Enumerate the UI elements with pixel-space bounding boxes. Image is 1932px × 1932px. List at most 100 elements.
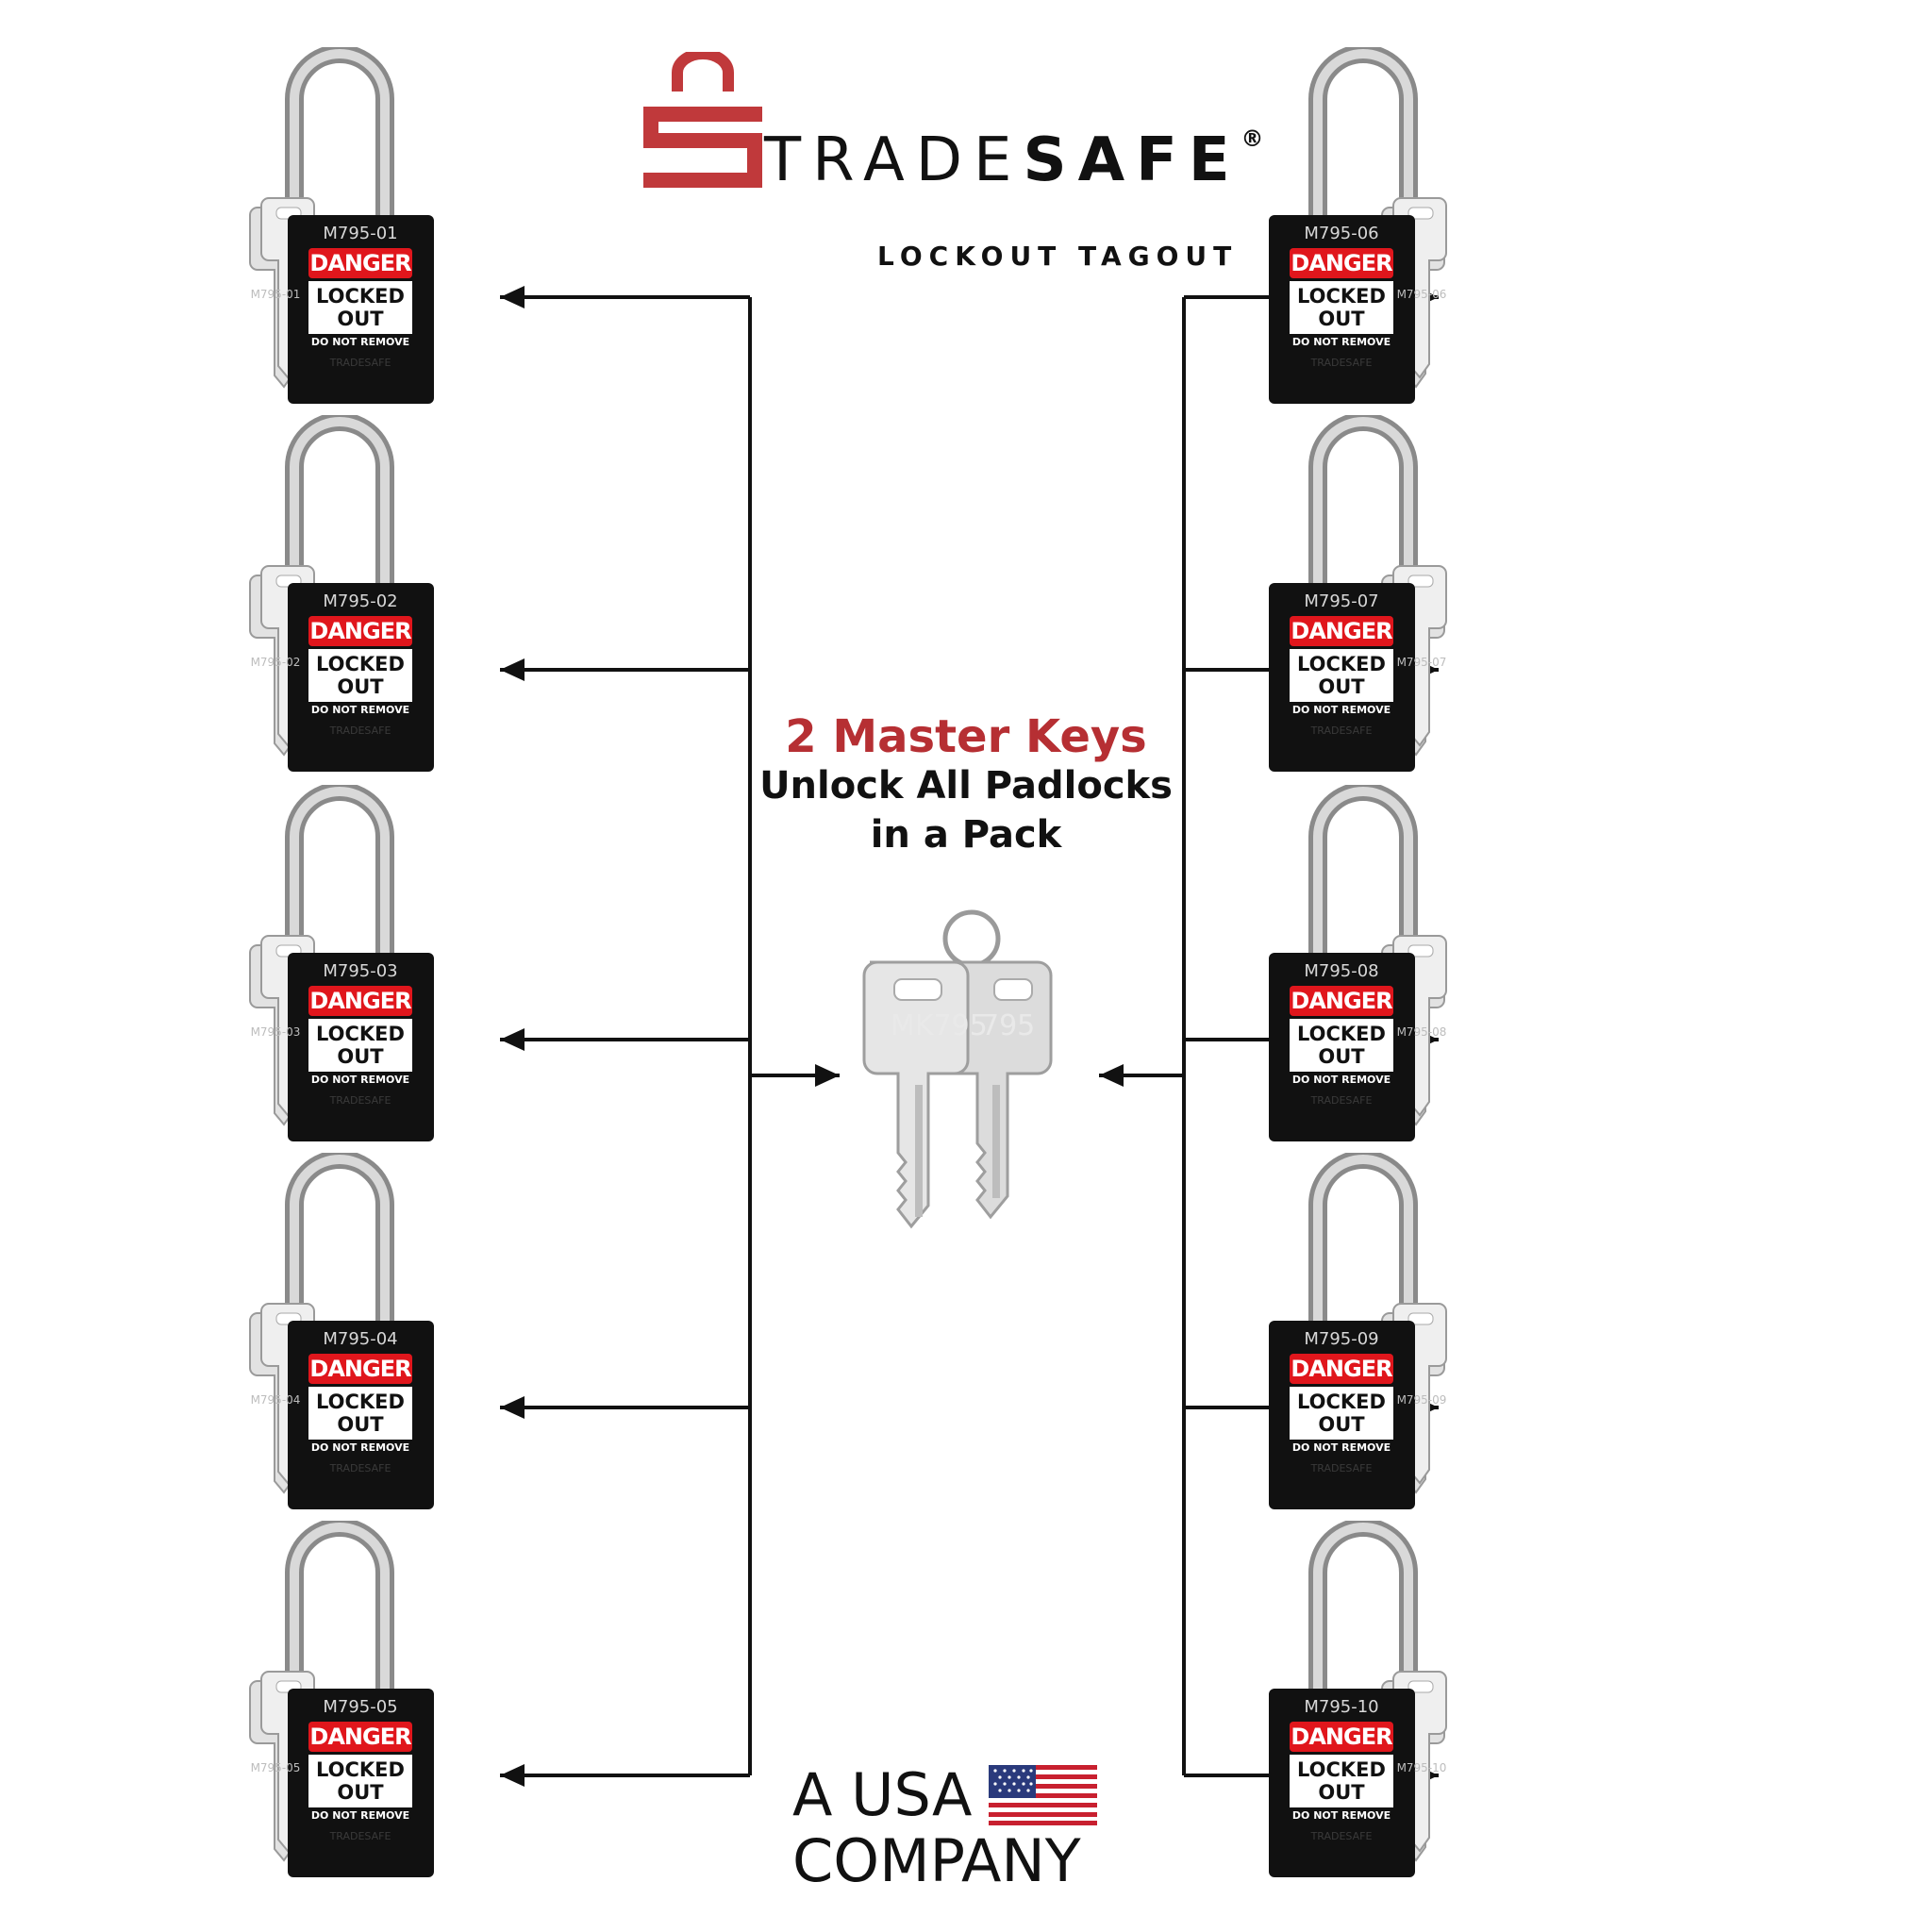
left-to-key-arrow-icon [815,1064,840,1087]
padlock-code: M795-03 [323,961,398,981]
brand-name-light: TRADE [764,125,1024,195]
padlock-code: M795-08 [1304,961,1379,981]
padlock-code: M795-07 [1304,591,1379,611]
padlock-m795-02: M795-02 DANGER LOCKED OUT DO NOT REMOVE … [245,415,434,774]
padlock-brand: TRADESAFE [1310,1094,1373,1107]
out-line: OUT [1318,1413,1365,1436]
key-code: M795-07 [1396,656,1447,669]
out-line: OUT [337,308,384,330]
brand-header: TRADESAFE® LOCKOUT TAGOUT [641,52,1302,272]
padlock-code: M795-01 [323,224,398,243]
padlock-code: M795-05 [323,1697,398,1717]
danger-tag-title: DANGER [308,1354,412,1384]
padlock-brand: TRADESAFE [329,1462,391,1474]
key-code: M795-06 [1396,288,1447,301]
locked-line: LOCKED [1297,1758,1386,1781]
do-not-remove-label: DO NOT REMOVE [1291,1809,1391,1822]
padlock-m795-08: M795-08 DANGER LOCKED OUT DO NOT REMOVE … [1269,785,1457,1143]
headline-line2: Unlock All Padlocks [759,764,1173,808]
usa-line2: COMPANY [792,1826,1081,1895]
padlock-brand: TRADESAFE [1310,724,1373,737]
locked-out-label: LOCKED OUT [1290,281,1393,334]
brand-name-bold: SAFE [1023,125,1241,195]
padlock-m795-09: M795-09 DANGER LOCKED OUT DO NOT REMOVE … [1269,1153,1457,1511]
master-key-2-label: 795 [981,1009,1036,1042]
do-not-remove-label: DO NOT REMOVE [1291,704,1391,716]
padlock-m795-04: M795-04 DANGER LOCKED OUT DO NOT REMOVE … [245,1153,434,1511]
do-not-remove-label: DO NOT REMOVE [310,1809,410,1822]
left-arrow-icon [500,1396,525,1419]
key-code: M795-08 [1396,1025,1447,1039]
registered-mark: ® [1241,125,1264,152]
padlock-m795-01: M795-01 DANGER LOCKED OUT DO NOT REMOVE … [245,47,434,406]
padlock-m795-07: M795-07 DANGER LOCKED OUT DO NOT REMOVE … [1269,415,1457,774]
danger-tag-title: DANGER [308,1722,412,1752]
out-line: OUT [337,1781,384,1804]
locked-line: LOCKED [316,1391,405,1413]
danger-tag-title: DANGER [1290,1354,1393,1384]
usa-company-badge: A USA COMPANY [792,1762,1170,1894]
locked-out-label: LOCKED OUT [308,1387,412,1440]
out-line: OUT [1318,1045,1365,1068]
key-code: M795-09 [1396,1393,1447,1407]
right-to-key-arrow-icon [1099,1064,1124,1087]
out-line: OUT [1318,1781,1365,1804]
master-keys: MK795 795 [849,887,1066,1264]
headline-line1: 2 Master Keys [785,710,1147,763]
master-keys-icon [862,909,1053,1229]
locked-out-label: LOCKED OUT [1290,1387,1393,1440]
tradesafe-logo-icon [643,52,762,188]
out-line: OUT [1318,308,1365,330]
headline-line3: in a Pack [870,813,1062,857]
locked-out-label: LOCKED OUT [308,1019,412,1072]
out-line: OUT [337,675,384,698]
left-arrow-icon [500,658,525,681]
danger-tag-title: DANGER [308,616,412,646]
do-not-remove-label: DO NOT REMOVE [310,704,410,716]
padlock-brand: TRADESAFE [329,1830,391,1842]
brand-subtitle: LOCKOUT TAGOUT [877,241,1239,272]
locked-line: LOCKED [1297,1023,1386,1045]
out-line: OUT [337,1045,384,1068]
locked-out-label: LOCKED OUT [308,1755,412,1807]
us-flag-icon [989,1765,1098,1825]
padlock-brand: TRADESAFE [329,724,391,737]
locked-line: LOCKED [316,1758,405,1781]
headline: 2 Master Keys Unlock All Padlocks in a P… [683,712,1249,859]
padlock-code: M795-04 [323,1329,398,1349]
usa-line1: A USA [792,1760,973,1829]
locked-line: LOCKED [316,1023,405,1045]
danger-tag-title: DANGER [1290,616,1393,646]
locked-out-label: LOCKED OUT [1290,649,1393,702]
padlock-m795-03: M795-03 DANGER LOCKED OUT DO NOT REMOVE … [245,785,434,1143]
locked-line: LOCKED [1297,653,1386,675]
do-not-remove-label: DO NOT REMOVE [310,1441,410,1454]
padlock-m795-10: M795-10 DANGER LOCKED OUT DO NOT REMOVE … [1269,1521,1457,1879]
key-code: M795-10 [1396,1761,1447,1774]
padlock-brand: TRADESAFE [1310,1830,1373,1842]
do-not-remove-label: DO NOT REMOVE [1291,1441,1391,1454]
padlock-m795-06: M795-06 DANGER LOCKED OUT DO NOT REMOVE … [1269,47,1457,406]
left-arrow-icon [500,1028,525,1051]
padlock-brand: TRADESAFE [1310,1462,1373,1474]
do-not-remove-label: DO NOT REMOVE [310,336,410,348]
padlock-brand: TRADESAFE [1310,357,1373,369]
padlock-brand: TRADESAFE [329,357,391,369]
do-not-remove-label: DO NOT REMOVE [1291,1074,1391,1086]
out-line: OUT [337,1413,384,1436]
locked-out-label: LOCKED OUT [1290,1019,1393,1072]
padlock-code: M795-06 [1304,224,1379,243]
out-line: OUT [1318,675,1365,698]
locked-line: LOCKED [316,285,405,308]
left-arrow-icon [500,286,525,308]
key-code: M795-02 [250,656,301,669]
danger-tag-title: DANGER [1290,986,1393,1016]
locked-line: LOCKED [316,653,405,675]
do-not-remove-label: DO NOT REMOVE [1291,336,1391,348]
master-key-1-label: MK795 [891,1009,988,1042]
padlock-code: M795-10 [1304,1697,1379,1717]
padlock-code: M795-09 [1304,1329,1379,1349]
key-code: M795-03 [250,1025,301,1039]
locked-out-label: LOCKED OUT [308,649,412,702]
